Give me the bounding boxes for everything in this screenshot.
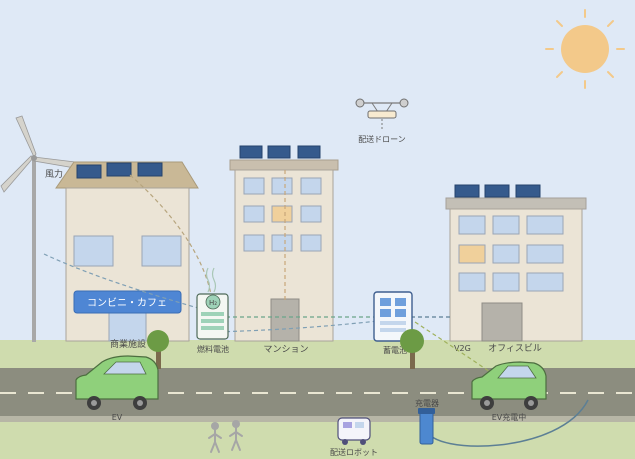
tree-icon bbox=[147, 330, 169, 369]
drone-label: 配送ドローン bbox=[358, 134, 406, 144]
office-label: オフィスビル bbox=[488, 343, 542, 354]
ev-label: EV bbox=[112, 413, 123, 422]
commercial-label: 商業施設 bbox=[110, 338, 146, 350]
solar-panel-icon bbox=[239, 145, 321, 159]
pedestrian-icon bbox=[229, 420, 243, 451]
mansion-building bbox=[229, 145, 339, 342]
ev-charging-label: EV充電中 bbox=[492, 412, 527, 422]
fuel-cell-label: 燃料電池 bbox=[197, 344, 229, 354]
v2g-label: V2G bbox=[454, 344, 471, 353]
commercial-building bbox=[55, 161, 199, 342]
h2-label: H₂ bbox=[209, 299, 217, 307]
battery-icon bbox=[373, 291, 413, 342]
road-curb bbox=[0, 416, 635, 422]
storage-label: 蓄電池 bbox=[383, 345, 407, 355]
drone-icon bbox=[355, 98, 409, 131]
robot-label: 配送ロボット bbox=[330, 447, 378, 457]
car-icon bbox=[75, 355, 159, 410]
ground-lower bbox=[0, 422, 635, 459]
mansion-label: マンション bbox=[263, 345, 308, 355]
car-icon bbox=[471, 361, 547, 410]
solar-panel-icon bbox=[76, 162, 163, 179]
charger-icon bbox=[418, 399, 589, 447]
charger-label: 充電器 bbox=[415, 398, 439, 408]
fuel-cell-icon bbox=[196, 267, 229, 340]
convenience-sign-label: コンビニ・カフェ bbox=[87, 297, 167, 309]
robot-icon bbox=[337, 417, 371, 445]
sun-icon bbox=[545, 9, 625, 89]
office-building bbox=[445, 184, 587, 342]
wind-turbine-icon bbox=[0, 115, 76, 342]
convenience-sign: コンビニ・カフェ bbox=[73, 290, 182, 314]
solar-panel-icon bbox=[454, 184, 541, 198]
pedestrian-icon bbox=[208, 422, 222, 453]
wind-label: 風力 bbox=[45, 168, 63, 180]
tree-icon bbox=[400, 329, 424, 369]
